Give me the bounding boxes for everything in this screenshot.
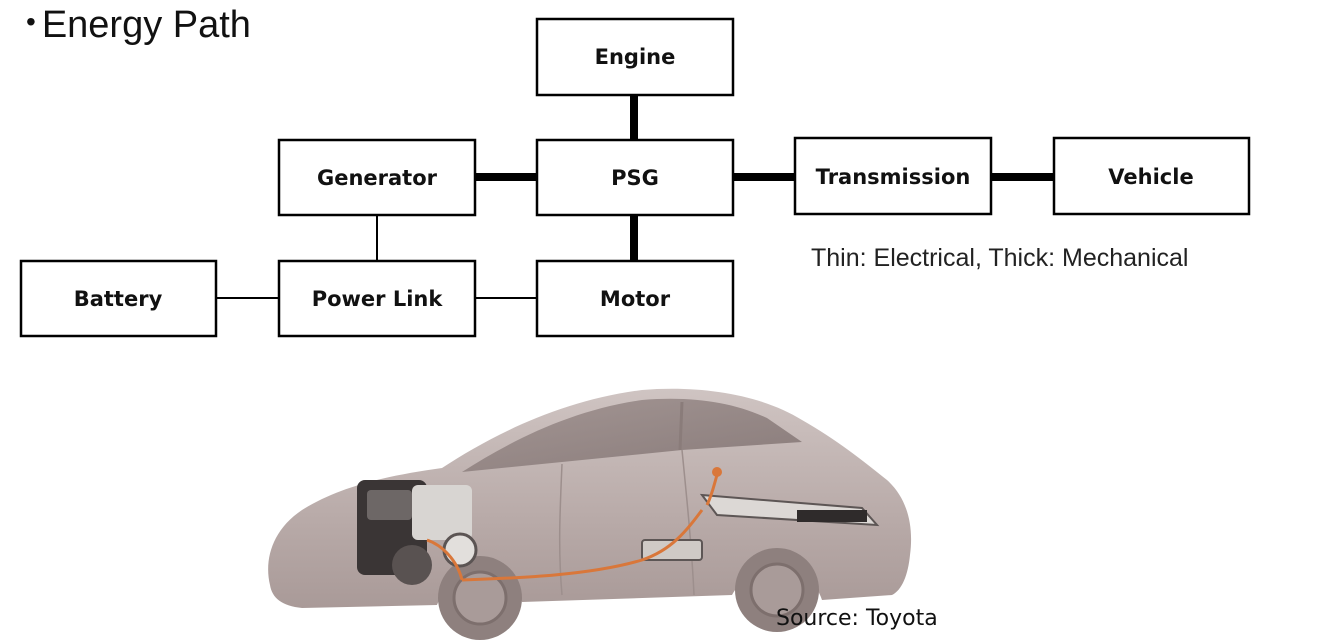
engine-assembly: [357, 480, 478, 585]
psg-label: PSG: [611, 166, 659, 190]
engine-label: Engine: [595, 45, 676, 69]
slide-title: •Energy Path: [26, 4, 251, 47]
power-link-label: Power Link: [312, 287, 444, 311]
motor-label: Motor: [600, 287, 671, 311]
battery-pack: [699, 493, 880, 527]
battery-block: Battery: [19, 259, 218, 338]
generator-label: Generator: [317, 166, 438, 190]
hybrid-car-image: [268, 388, 912, 640]
generator-block: Generator: [277, 138, 477, 217]
vehicle-block: Vehicle: [1052, 136, 1251, 216]
rear-wheel: [735, 548, 819, 632]
hv-cable: [426, 474, 719, 582]
transmission-block: Transmission: [793, 136, 993, 216]
line-legend: Thin: Electrical, Thick: Mechanical: [811, 244, 1189, 272]
vehicle-label: Vehicle: [1108, 165, 1193, 189]
car-windows: [462, 398, 802, 472]
front-wheel: [438, 556, 522, 640]
slide-title-text: Energy Path: [41, 4, 251, 46]
psg-block: PSG: [535, 138, 735, 217]
motor-block: Motor: [535, 259, 735, 338]
window-pillar: [678, 401, 684, 451]
transmission-label: Transmission: [816, 165, 971, 189]
engine-block: Engine: [535, 17, 735, 97]
power-link-block: Power Link: [277, 259, 477, 338]
battery-label: Battery: [74, 287, 163, 311]
energy-path-diagram: Engine Generator PSG Transmission Vehicl…: [19, 17, 1251, 338]
image-source: Source: Toyota: [776, 606, 938, 631]
cable-connector: [712, 467, 722, 477]
bullet-icon: •: [26, 6, 36, 37]
